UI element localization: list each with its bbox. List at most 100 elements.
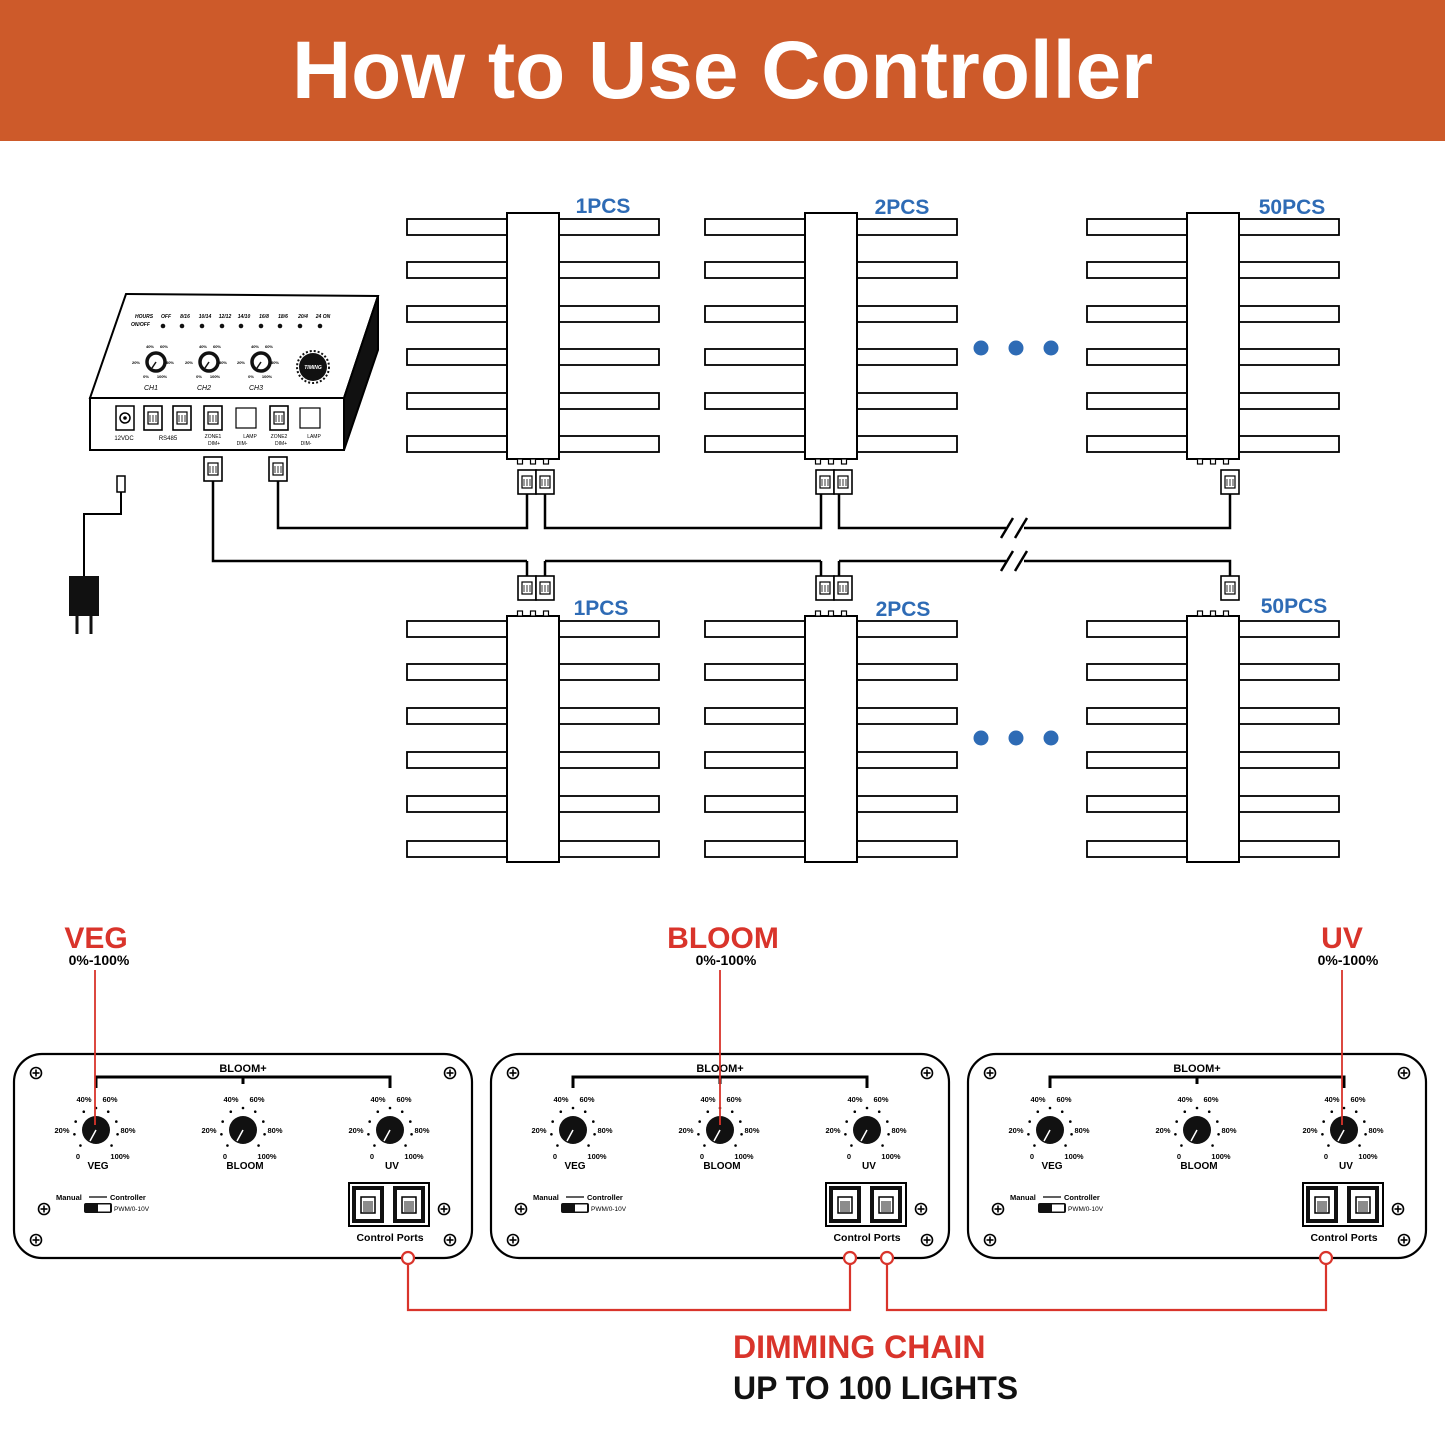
knob-label: BLOOM [1180, 1161, 1217, 1172]
hour-option: 24 ON [315, 314, 331, 320]
dial-mark: 60% [213, 344, 221, 349]
knob-mark: 80% [597, 1126, 612, 1135]
light-driver-body [506, 212, 560, 460]
timing-label: TIMING [304, 365, 322, 371]
bloom-plus-label: BLOOM+ [219, 1063, 266, 1075]
rj-plug [833, 469, 853, 495]
knob-label: BLOOM [226, 1161, 263, 1172]
dial-mark: 20% [237, 360, 245, 365]
control-ports-label: Control Ports [356, 1232, 423, 1244]
control-ports[interactable]: Control Ports [1302, 1182, 1384, 1244]
dc-power-port: 12VDC [114, 405, 135, 442]
title-banner: How to Use Controller [0, 0, 1445, 141]
knob-mark: 20% [348, 1126, 363, 1135]
knob-label: VEG [564, 1161, 585, 1172]
control-ports[interactable]: Control Ports [825, 1182, 907, 1244]
page-title: How to Use Controller [291, 24, 1154, 116]
channel-label: CH1 [144, 385, 158, 392]
knob-mark: 60% [1203, 1095, 1218, 1104]
dial-mark: 40% [251, 344, 259, 349]
zone2-port [269, 405, 289, 431]
zone2-dim-minus: DIM- [301, 441, 312, 447]
onoff-label: ON/OFF [131, 322, 151, 328]
zone2-lamp-label: LAMP [307, 434, 321, 440]
rj-plugs [203, 456, 288, 482]
hour-led [317, 323, 323, 329]
veg-callout: VEG [64, 922, 127, 955]
knob-mark: 0 [700, 1152, 704, 1161]
screw-icon [1397, 1233, 1411, 1247]
zone1-label: ZONE1 [205, 434, 222, 440]
screw-icon [991, 1202, 1005, 1216]
knob-mark: 60% [102, 1095, 117, 1104]
screw-icon [1391, 1202, 1405, 1216]
control-ports[interactable]: Control Ports [348, 1182, 430, 1244]
screw-icon [983, 1233, 997, 1247]
grow-light-fixture [406, 212, 660, 495]
hour-led [160, 323, 166, 329]
knob-mark: 40% [553, 1095, 568, 1104]
dimming-chain-wires [400, 1250, 1334, 1312]
knob-mark: 40% [1177, 1095, 1192, 1104]
grow-light-fixture [1086, 212, 1340, 495]
panel-frame [12, 1052, 474, 1260]
zone1-lamp-label: LAMP [243, 434, 257, 440]
bottom-count-2: 2PCS [876, 598, 931, 621]
rj-cables [211, 480, 1232, 576]
hour-option: OFF [161, 314, 172, 320]
knob-mark: 60% [396, 1095, 411, 1104]
knob-mark: 80% [1221, 1126, 1236, 1135]
switch-controller-label: Controller [110, 1193, 146, 1202]
top-count-3: 50PCS [1259, 196, 1326, 219]
uv-callout-range: 0%-100% [1318, 952, 1379, 968]
light-driver-body [804, 212, 858, 460]
knob-mark: 60% [1350, 1095, 1365, 1104]
hour-led [219, 323, 225, 329]
screw-icon [914, 1202, 928, 1216]
channel-dial-1: 40%60%20%80%0%100%CH1 [132, 344, 174, 392]
knob-mark: 0 [553, 1152, 557, 1161]
dial-mark: 60% [265, 344, 273, 349]
knob-mark: 100% [110, 1152, 130, 1161]
light-driver-body [804, 615, 858, 863]
knob-mark: 40% [223, 1095, 238, 1104]
zone2-dim-plus: DIM+ [275, 441, 287, 447]
hours-label: HOURS [135, 314, 154, 320]
light-fixtures [406, 212, 1340, 863]
rs485-port-2 [172, 405, 192, 431]
knob-mark: 0 [223, 1152, 227, 1161]
dial-mark: 20% [185, 360, 193, 365]
bloom-callout-range: 0%-100% [696, 952, 757, 968]
knob-mark: 80% [414, 1126, 429, 1135]
knob-mark: 100% [1064, 1152, 1084, 1161]
dial-mark: 0% [143, 374, 149, 379]
knob-mark: 100% [587, 1152, 607, 1161]
hour-led [277, 323, 283, 329]
knob-mark: 100% [1211, 1152, 1231, 1161]
top-count-1: 1PCS [576, 195, 631, 218]
rs485-label: RS485 [159, 436, 178, 442]
screw-icon [29, 1233, 43, 1247]
screw-icon [506, 1066, 520, 1080]
ellipsis-dots [973, 340, 1059, 746]
dial-mark: 0% [248, 374, 254, 379]
knob-label: VEG [1041, 1161, 1062, 1172]
knob-mark: 40% [76, 1095, 91, 1104]
rj-plug [535, 575, 555, 601]
hour-led [238, 323, 244, 329]
dial-mark: 80% [271, 360, 279, 365]
